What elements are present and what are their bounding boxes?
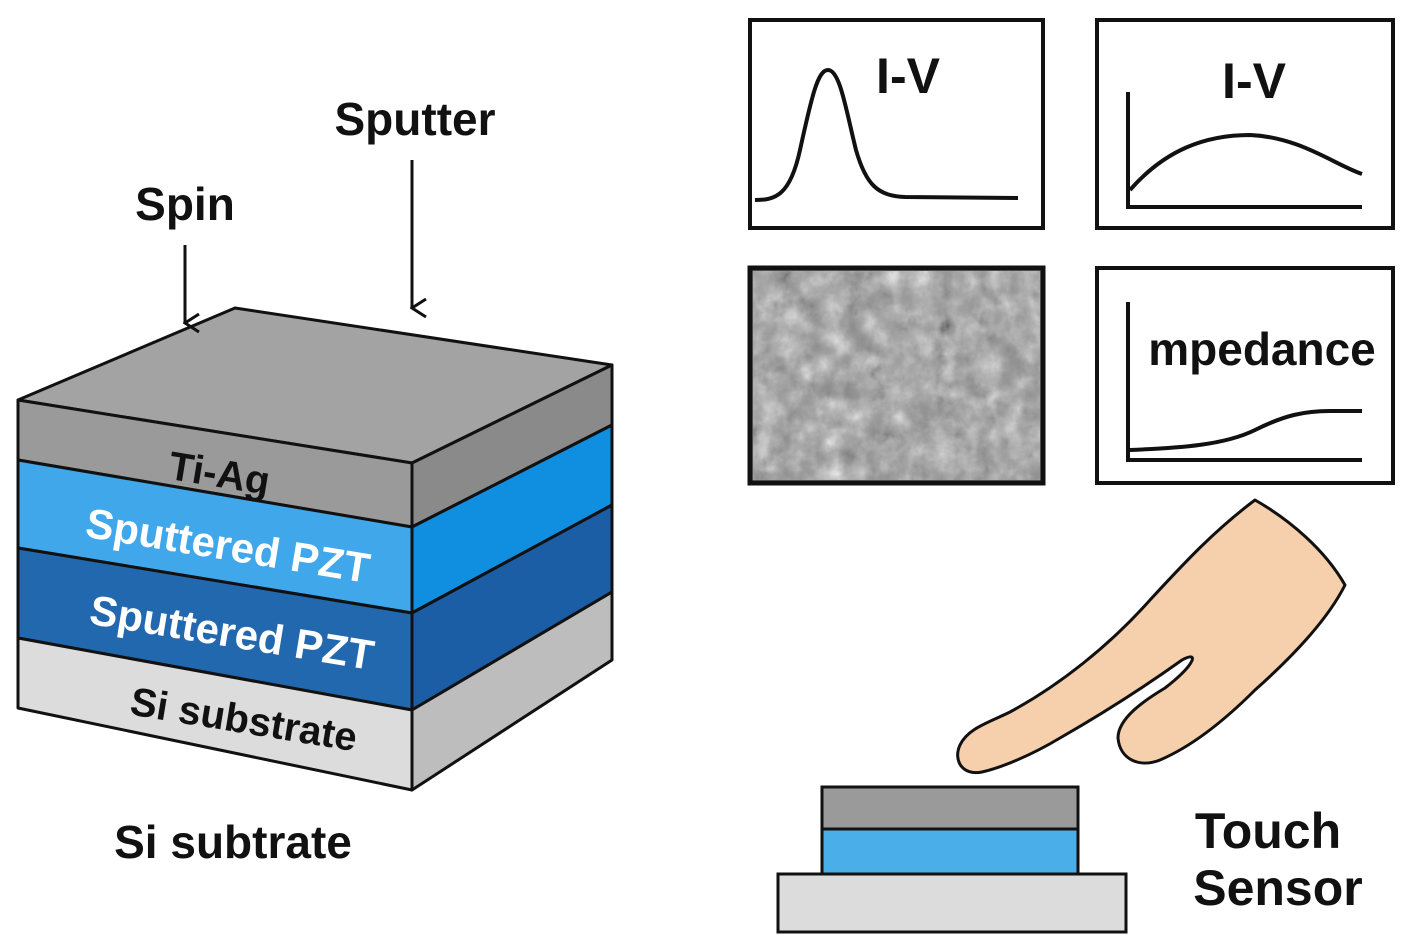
finger-shape — [956, 498, 1347, 775]
panel-sem-image — [747, 265, 1046, 486]
bottom-caption: Si subtrate — [114, 816, 352, 868]
touch-label-line2: Sensor — [1193, 860, 1363, 916]
impedance-curve — [1129, 409, 1362, 452]
device-electrode-layer — [820, 785, 1080, 831]
panel-title-impedance: mpedance — [1148, 323, 1376, 375]
device-base — [776, 872, 1128, 934]
impedance-axes — [1126, 302, 1362, 462]
spin-label: Spin — [135, 178, 235, 230]
iv-hump-curve — [1128, 132, 1363, 192]
front-substrate — [16, 636, 414, 792]
iv-axes — [1126, 92, 1362, 209]
sputter-label: Sputter — [335, 93, 496, 145]
layer-stack: Ti-Ag Sputtered PZT Sputtered PZT Si sub… — [16, 306, 614, 792]
device-pzt-layer — [820, 827, 1080, 876]
panel-title-iv-2: I-V — [1222, 53, 1287, 109]
finger — [956, 498, 1347, 775]
touch-label-line1: Touch — [1195, 803, 1341, 859]
panel-impedance: mpedance — [1095, 266, 1395, 485]
panel-title-iv-1: I-V — [876, 48, 941, 104]
touch-sensor-device — [776, 785, 1128, 934]
panel-iv-top-left: I-V — [748, 18, 1045, 230]
process-arrows: Sputter Spin — [135, 93, 496, 323]
iv-peak-curve — [754, 67, 1019, 202]
panel-iv-top-right: I-V — [1095, 18, 1395, 230]
